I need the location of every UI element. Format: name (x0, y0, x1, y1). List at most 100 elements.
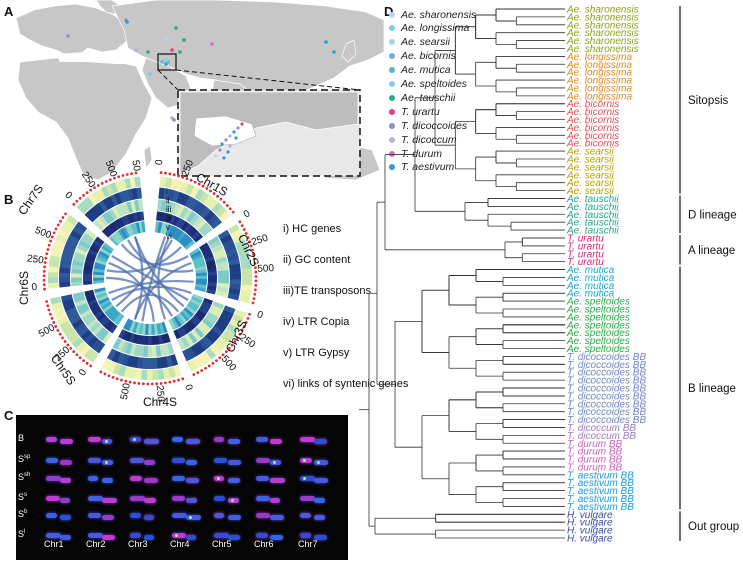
legend-dot-icon (389, 39, 395, 46)
karyotype-column-label: Chr5 (212, 539, 232, 549)
tree-leaf-label: T. aestivum BB (567, 486, 634, 497)
tree-leaf-label: Ae. speltoides (566, 312, 630, 323)
tick-label: 0 (62, 190, 74, 202)
chromosome-spot (144, 460, 155, 465)
legend-label: Ae. speltoides (401, 78, 467, 90)
chromosome-spot (88, 513, 101, 518)
tree-leaf-label: Ae. bicornis (566, 139, 619, 150)
chromosome-spot (214, 437, 224, 442)
row-label-sup: sh (24, 472, 31, 478)
chromosome-spot (228, 515, 241, 520)
chromosome-spot (228, 498, 239, 503)
group-label: D lineage (688, 209, 737, 221)
chromosome-spot (214, 496, 225, 501)
tree-leaf-label: H. vulgare (567, 534, 613, 545)
chromosome-spot (314, 535, 327, 540)
chromosome-spot (60, 460, 72, 465)
karyotype-column-label: Chr2 (86, 539, 106, 549)
chromosome-label: Chr4S (143, 395, 177, 409)
chromosome-label: Chr6S (17, 271, 31, 305)
group-label: Sitopsis (688, 95, 729, 107)
chromosome-spot (186, 498, 197, 503)
legend-label: T. urartu (401, 105, 440, 118)
chromosome-spot (60, 478, 71, 483)
row-label-main: B (18, 433, 25, 443)
chromosome-spot (214, 476, 224, 481)
karyotype-column-label: Chr7 (298, 539, 318, 549)
legend-dot-icon (389, 67, 395, 74)
chromosome-spot (186, 460, 197, 465)
chromosome-spot (256, 533, 268, 538)
chromosome-spot (46, 513, 57, 518)
tree-leaf-label: Ae. sharonensis (566, 36, 639, 47)
row-label-sup: s (24, 492, 28, 498)
probe-signal (303, 459, 306, 462)
legend-item: T. aestivum (389, 161, 454, 174)
tick-label: 0 (31, 282, 38, 294)
chromosome-spot (172, 458, 185, 463)
chromosome-spot (214, 533, 229, 538)
tree-leaf-label: Ae. searsii (566, 162, 614, 173)
legend-item: Ae. sharonensis (389, 8, 476, 21)
karyotype-column-label: Chr3 (128, 539, 148, 549)
tick-label: 0 (154, 160, 166, 166)
tick-label: 500 (33, 225, 53, 242)
row-label-sup: b (24, 509, 28, 515)
chromosome-spot (102, 439, 112, 444)
legend-label: T. durum (401, 147, 443, 160)
tree-leaf-label: Ae. bicornis (566, 99, 619, 110)
karyotype-row-label: Ss (18, 492, 27, 502)
tree-leaf-label: Ae. mutica (566, 265, 615, 276)
tree-leaf-label: T. aestivum BB (567, 470, 634, 481)
chromosome-spot (172, 437, 183, 442)
tick-label: 250 (154, 385, 166, 403)
legend-label: T. dicoccoides (401, 119, 468, 132)
chromosome-spot (228, 460, 241, 465)
tree-leaf-label: Ae. tauschii (566, 210, 619, 221)
chromosome-spot (270, 515, 284, 520)
row-label-sup: sp (24, 454, 31, 460)
tick-label: 500 (219, 354, 239, 374)
ring-id-label: iv (166, 214, 172, 223)
chromosome-spot (186, 535, 196, 540)
world-map (16, 0, 384, 180)
tree-leaf-label: T. dicoccum BB (567, 423, 636, 434)
tree-leaf-label: H. vulgare (567, 518, 613, 529)
tree-leaf-label: T. durum BB (567, 439, 623, 450)
tree-leaf-label: Ae. sharonensis (566, 5, 639, 16)
chromosome-spot (46, 533, 61, 538)
tree-leaf-label: T. dicoccoides BB (567, 376, 646, 387)
tick-label: 250 (180, 160, 196, 178)
chromosome-spot (144, 535, 154, 540)
probe-signal (175, 534, 178, 537)
tree-leaf-label: T. aestivum BB (567, 502, 634, 513)
tick-label: 500 (103, 160, 119, 179)
chromosome-spot (144, 478, 158, 483)
chromosome-spot (130, 513, 141, 518)
chromosome-spot (88, 458, 101, 463)
chromosome-spot (130, 437, 141, 442)
legend-dot-icon (389, 136, 395, 143)
row-label-main: S (18, 529, 25, 539)
group-label: B lineage (688, 383, 736, 395)
chromosome-spot (314, 515, 325, 520)
karyotype-row-label: Ssh (18, 472, 30, 482)
chromosome-spot (214, 513, 224, 518)
tick-label: 250 (26, 253, 44, 266)
legend-item: Ae. speltoides (389, 78, 467, 91)
tree-leaf-label: Ae. tauschii (566, 226, 619, 237)
legend-dot-icon (389, 108, 395, 115)
chromosome-spot (186, 439, 200, 444)
chromosome-spot (46, 496, 60, 501)
tree-leaf-label: Ae. longissima (566, 60, 632, 71)
chromosome-spot (130, 458, 144, 463)
ring-legend-hc-genes: i) HC genes (283, 223, 342, 235)
tree-leaf-label: T. dicoccoides BB (567, 360, 646, 371)
legend-label: Ae. sharonensis (401, 8, 477, 21)
chromosome-spot (102, 498, 117, 503)
chromosome-spot (300, 437, 315, 442)
tree-leaf-label: T. dicoccoides BB (567, 368, 646, 379)
probe-signal (273, 461, 276, 464)
chromosome-spot (60, 439, 73, 444)
